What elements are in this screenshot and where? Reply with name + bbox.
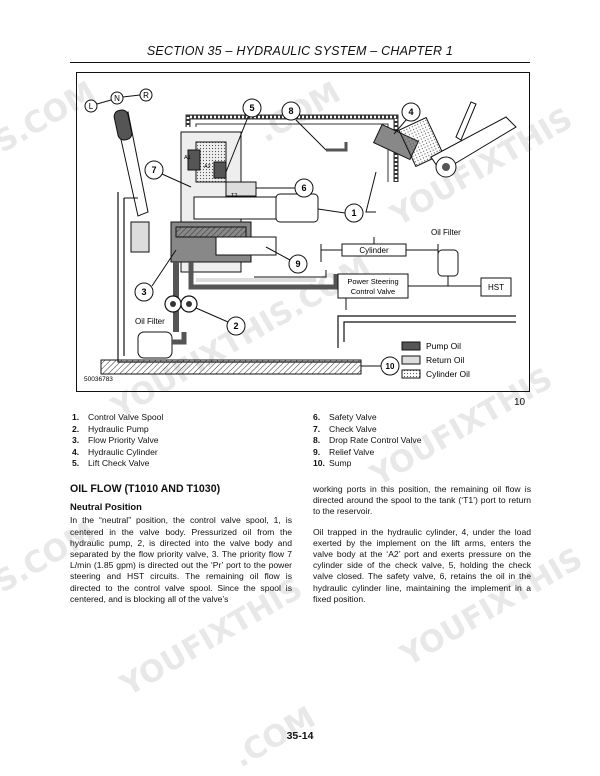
legend-item: 6.Safety Valve [313, 412, 377, 422]
control-valve-body [170, 131, 319, 273]
port-t2: T2 [231, 193, 237, 199]
callout-2: 2 [195, 307, 246, 336]
safety-valve [225, 181, 257, 197]
svg-text:Control Valve: Control Valve [351, 287, 395, 296]
port-a2: A2 [204, 164, 211, 170]
svg-text:Cylinder Oil: Cylinder Oil [426, 369, 470, 379]
legend-item: 9.Relief Valve [313, 446, 375, 457]
legend-item: 2.Hydraulic Pump [72, 423, 149, 434]
legend-item: 7.Check Valve [313, 423, 377, 434]
control-lever [113, 109, 150, 253]
svg-text:5: 5 [249, 103, 254, 113]
legend-item: 10.Sump [313, 458, 352, 469]
callout-3: 3 [134, 249, 177, 302]
drop-rate-control-valve [326, 142, 348, 152]
svg-text:Cylinder: Cylinder [359, 246, 389, 255]
callout-5: 5 [225, 98, 262, 173]
svg-text:6: 6 [301, 183, 306, 193]
svg-text:9: 9 [295, 259, 300, 269]
body-paragraph: working ports in this position, the rema… [313, 484, 531, 517]
callout-4: 4 [393, 102, 421, 135]
callout-10: 10 [361, 356, 400, 376]
legend-item: 4.Hydraulic Cylinder [72, 446, 158, 457]
lever-pos-l: L [89, 102, 94, 111]
lift-check-valve [213, 161, 227, 179]
callout-9: 9 [265, 246, 308, 274]
relief-valve [215, 236, 277, 256]
legend-item: 1.Control Valve Spool [72, 412, 164, 422]
svg-text:Oil Filter: Oil Filter [135, 317, 165, 326]
callout-6: 6 [256, 178, 314, 198]
oil-key: Pump Oil Return Oil Cylinder Oil [401, 341, 470, 379]
legend-right: 6.Safety Valve 7.Check Valve 8.Drop Rate… [313, 412, 422, 470]
svg-text:7: 7 [151, 165, 156, 175]
svg-text:1: 1 [351, 208, 356, 218]
body-right-column: working ports in this position, the rema… [313, 484, 531, 614]
legend-item: 8.Drop Rate Control Valve [313, 435, 422, 446]
section-header: SECTION 35 – HYDRAULIC SYSTEM – CHAPTER … [146, 44, 454, 58]
callouts: 5 8 4 7 6 1 9 3 2 10 [134, 98, 421, 376]
callout-7: 7 [144, 160, 192, 188]
lever-position-indicator: L N R [84, 88, 153, 113]
oil-filter-left: Oil Filter [135, 317, 187, 359]
power-steering-valve: Power Steering Control Valve [337, 273, 479, 310]
svg-text:4: 4 [408, 107, 413, 117]
oil-filter-right: Oil Filter [431, 228, 461, 286]
figure-number: 10 [514, 397, 526, 408]
lever-pos-n: N [114, 94, 120, 103]
header-rule [70, 62, 530, 63]
body-paragraph: In the “neutral” position, the control v… [70, 515, 292, 604]
body-paragraph: Oil trapped in the hydraulic cylinder, 4… [313, 526, 531, 604]
section-heading: OIL FLOW (T1010 AND T1030) [70, 483, 221, 495]
port-a1: A1 [184, 155, 191, 161]
sump [100, 315, 516, 375]
svg-text:Pump Oil: Pump Oil [426, 341, 461, 351]
svg-text:HST: HST [488, 283, 504, 292]
legend-item: 3.Flow Priority Valve [72, 435, 159, 446]
svg-text:10: 10 [386, 362, 395, 371]
svg-text:8: 8 [288, 106, 293, 116]
hst-box: HST [471, 277, 512, 297]
page-number: 35-14 [286, 730, 314, 742]
body-left-column: OIL FLOW (T1010 AND T1030) Neutral Posit… [70, 483, 292, 614]
hydraulic-diagram: L N R A1 A2 T2 [76, 72, 530, 392]
callout-8: 8 [281, 101, 327, 151]
cylinder-symbol: Cylinder [320, 237, 439, 267]
hydraulic-pump [164, 295, 198, 313]
image-code: 50036783 [84, 376, 113, 383]
lever-pos-r: R [143, 91, 149, 100]
svg-text:Oil Filter: Oil Filter [431, 228, 461, 237]
legend-left: 1.Control Valve Spool 2.Hydraulic Pump 3… [72, 412, 163, 470]
subsection-heading: Neutral Position [70, 501, 142, 513]
figure-border [76, 72, 530, 392]
callout-1: 1 [317, 203, 364, 223]
hydraulic-cylinder [365, 101, 517, 213]
svg-text:3: 3 [141, 287, 146, 297]
check-valve [187, 149, 201, 171]
svg-text:2: 2 [233, 321, 238, 331]
svg-text:Return Oil: Return Oil [426, 355, 464, 365]
svg-text:Power Steering: Power Steering [347, 277, 398, 286]
legend-item: 5.Lift Check Valve [72, 458, 150, 469]
